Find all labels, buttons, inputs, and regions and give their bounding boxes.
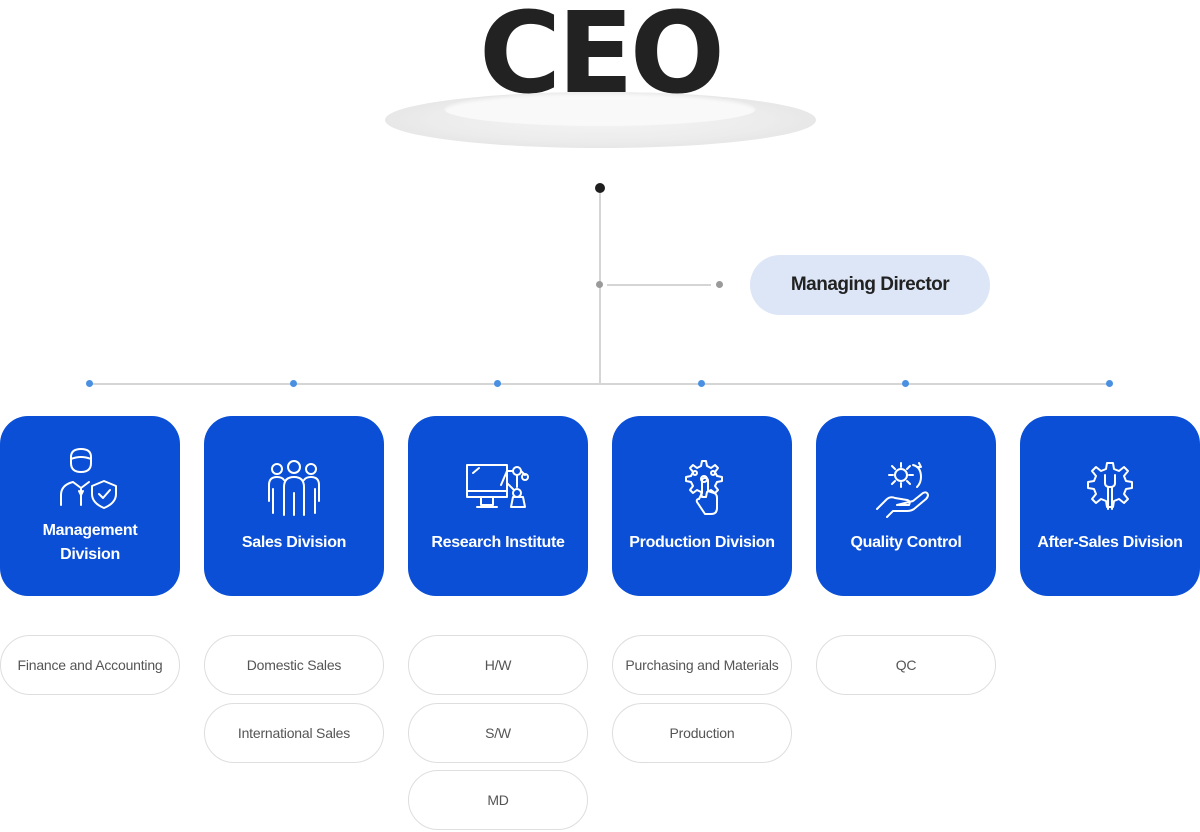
division-label-research: Research Institute xyxy=(421,531,574,555)
division-dot xyxy=(1106,380,1113,387)
division-label-line: Sales Division xyxy=(241,534,347,551)
division-label-production: Production Division xyxy=(619,531,784,555)
division-label-quality: Quality Control xyxy=(840,531,971,555)
subunit-pill: International Sales xyxy=(204,703,384,763)
division-dot xyxy=(86,380,93,387)
subunit-label: MD xyxy=(487,792,509,808)
division-card-management: Management Division xyxy=(0,416,180,596)
division-card-production: Production Division xyxy=(612,416,792,596)
division-dot xyxy=(494,380,501,387)
robot-arm-monitor-icon xyxy=(466,464,529,508)
subunit-label: Purchasing and Materials xyxy=(625,657,779,673)
division-label-line: Management xyxy=(42,522,138,539)
md-branch-line xyxy=(607,284,711,286)
division-label-line: Quality Control xyxy=(850,534,962,551)
subunit-label: QC xyxy=(895,657,917,673)
division-card-quality: Quality Control xyxy=(816,416,996,596)
ceo-title: CEO xyxy=(479,0,725,119)
gear-touch-icon xyxy=(685,460,723,515)
subunit-label: Production xyxy=(669,725,735,741)
division-label-sales: Sales Division xyxy=(232,531,356,555)
division-label-line: After-Sales Division xyxy=(1037,534,1183,551)
division-label-line: Research Institute xyxy=(431,534,565,551)
ceo-vertical-line xyxy=(599,193,601,384)
division-dot xyxy=(290,380,297,387)
subunit-pill: Finance and Accounting xyxy=(0,635,180,695)
subunit-label: H/W xyxy=(484,657,512,673)
hand-gear-icon xyxy=(876,462,929,518)
subunit-label: Finance and Accounting xyxy=(17,657,163,673)
division-label-line: Production Division xyxy=(629,534,775,551)
subunit-label: S/W xyxy=(485,725,511,741)
ceo-connector-dot xyxy=(595,183,605,193)
division-card-sales: Sales Division xyxy=(204,416,384,596)
division-horizontal-line xyxy=(90,383,1110,385)
division-label-management: Management Division xyxy=(33,519,148,567)
md-branch-dot-left xyxy=(596,281,603,288)
wrench-gear-icon xyxy=(1087,462,1133,510)
subunit-pill: Purchasing and Materials xyxy=(612,635,792,695)
subunit-pill: QC xyxy=(816,635,996,695)
managing-director-box: Managing Director xyxy=(750,255,990,315)
manager-shield-icon xyxy=(60,448,117,509)
division-dot xyxy=(902,380,909,387)
md-branch-dot-right xyxy=(716,281,723,288)
division-label-after-sales: After-Sales Division xyxy=(1027,531,1192,555)
subunit-label: Domestic Sales xyxy=(246,657,342,673)
managing-director-label: Managing Director xyxy=(790,274,950,295)
subunit-pill: Production xyxy=(612,703,792,763)
ceo-pedestal-top xyxy=(444,92,756,126)
subunit-label: International Sales xyxy=(237,725,351,741)
subunit-pill: S/W xyxy=(408,703,588,763)
team-icon xyxy=(268,460,320,516)
division-card-research: Research Institute xyxy=(408,416,588,596)
subunit-pill: H/W xyxy=(408,635,588,695)
division-label-line: Division xyxy=(60,546,120,563)
subunit-pill: Domestic Sales xyxy=(204,635,384,695)
subunit-pill: MD xyxy=(408,770,588,830)
division-card-after-sales: After-Sales Division xyxy=(1020,416,1200,596)
division-dot xyxy=(698,380,705,387)
